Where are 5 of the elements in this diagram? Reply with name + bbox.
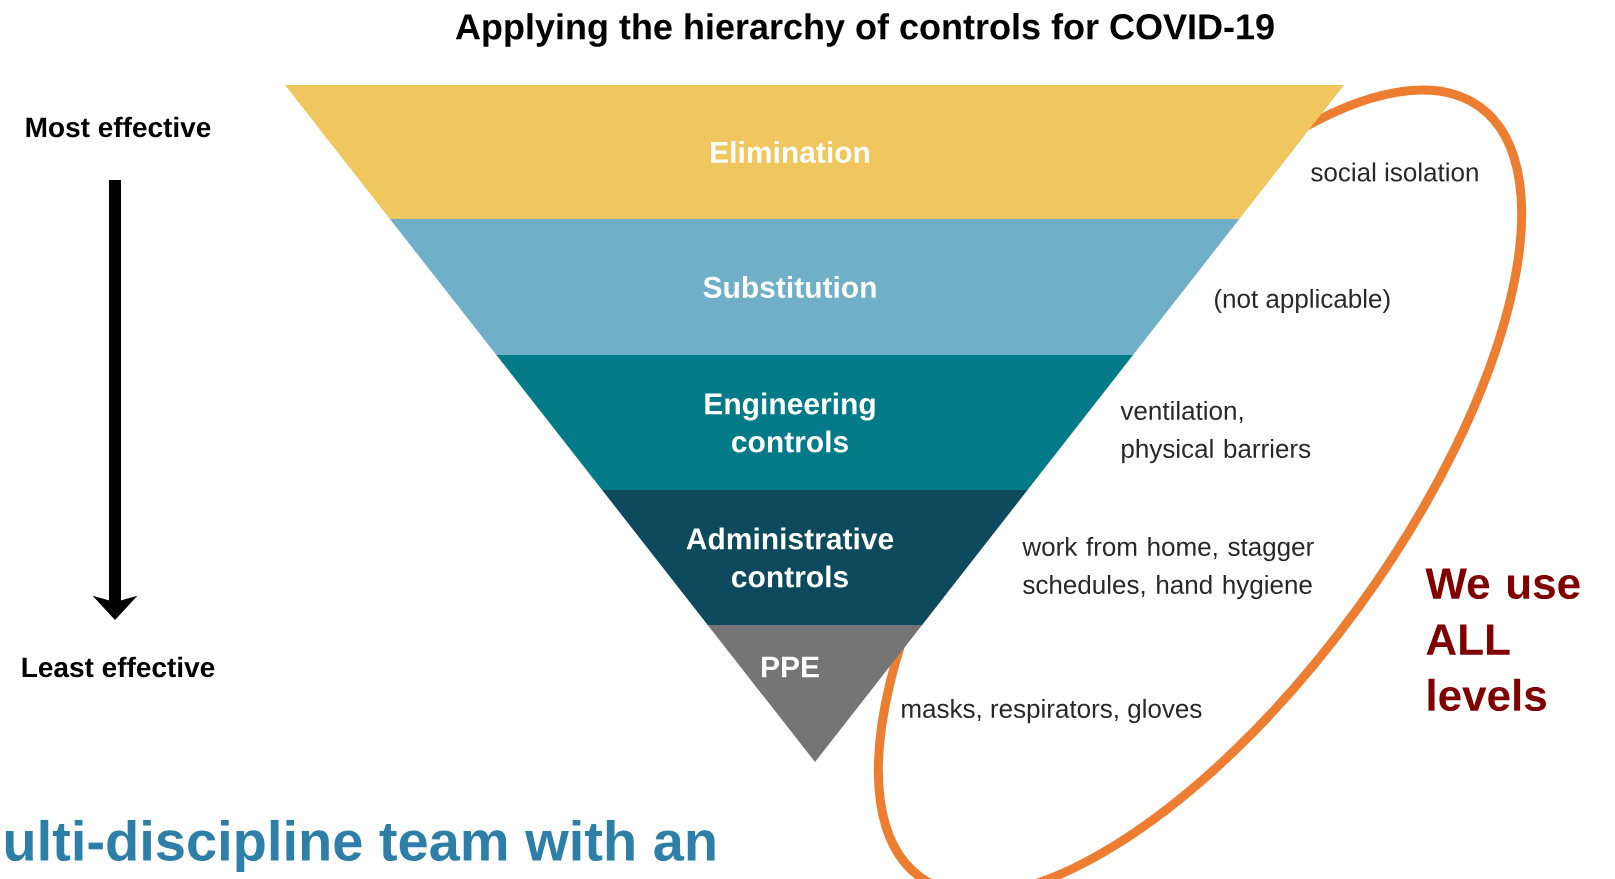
callout-text: We use ALL levels (1425, 568, 1580, 712)
side-label: Most effective (26, 116, 211, 138)
title: Applying the hierarchy of controls for COVID-19 (455, 13, 1274, 47)
side-label: Least effective (22, 656, 215, 678)
heading-text: ulti-discipline team with an (5, 819, 715, 873)
